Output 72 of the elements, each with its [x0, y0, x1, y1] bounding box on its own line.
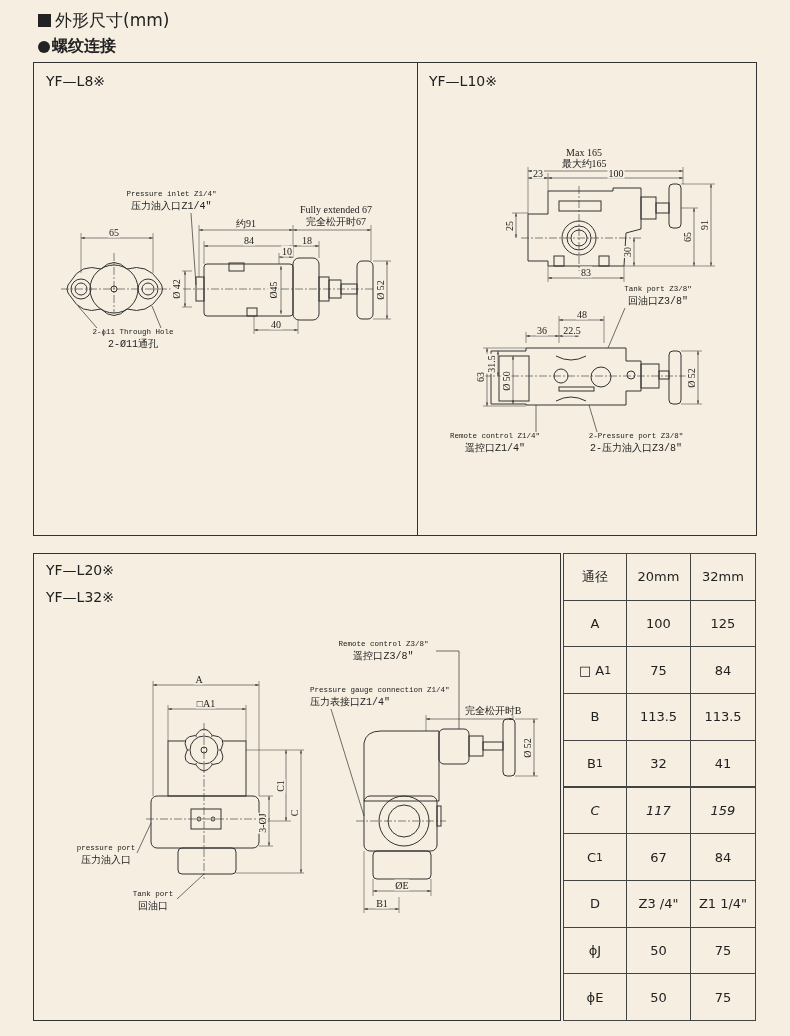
dimension-label: Ø 50 — [500, 370, 512, 392]
dimension-label: Fully extended 67 — [298, 203, 374, 215]
dimension-label: A — [194, 673, 204, 685]
dimension-label: 完全松开时B — [463, 704, 523, 716]
dimension-label: Max 165 — [565, 146, 603, 158]
dimension-label: 25 — [503, 220, 515, 232]
dimension-label: 40 — [270, 318, 282, 330]
leader-line — [535, 404, 537, 433]
dimension-label: 约91 — [235, 217, 257, 229]
dimension-label: 84 — [243, 234, 255, 246]
callout-label: 2-Ø11通孔 — [107, 338, 159, 351]
callout-label: 遥控口Z3/8" — [352, 650, 415, 663]
dimension-label: 31.5 — [485, 354, 497, 374]
dimension-label: 48 — [576, 308, 588, 320]
dimension-label: 最大约165 — [560, 157, 608, 169]
table-cell: 通径 — [563, 553, 627, 601]
dimension-label: Ø45 — [267, 280, 279, 300]
model-label: YF—L10※ — [429, 73, 497, 89]
dimension-label: 完全松开时67 — [305, 215, 367, 227]
table-cell: 32mm — [690, 553, 756, 601]
page-title: 外形尺寸(mm) — [55, 9, 170, 32]
leader-line — [176, 873, 205, 900]
dimension-label: Ø 52 — [685, 367, 697, 389]
leader-line — [435, 650, 460, 730]
leader-line — [588, 404, 598, 433]
leader-line — [136, 822, 152, 854]
leader-line — [151, 305, 162, 329]
dimension-label: 100 — [607, 167, 625, 179]
leader-line — [330, 708, 365, 817]
section-heading: 螺纹连接 — [52, 36, 116, 57]
table-cell: C — [563, 786, 627, 835]
table-cell: 75 — [690, 973, 756, 1021]
dimension-label: Ø 42 — [170, 278, 182, 300]
callout-label: 回油口Z3/8" — [627, 295, 689, 308]
dimension-label: 22.5 — [562, 324, 582, 336]
dimension-label: 23 — [532, 167, 544, 179]
dimension-label: Ø 52 — [374, 279, 386, 301]
dimension-label: 18 — [301, 234, 313, 246]
dimension-label: 83 — [580, 266, 592, 278]
dimension-label: □A1 — [195, 697, 217, 709]
table-cell: ϕE — [563, 973, 627, 1021]
leader-line — [190, 212, 197, 286]
dimension-label: Ø 52 — [521, 737, 533, 759]
dimension-label: 10 — [281, 245, 293, 257]
dimension-label: 36 — [536, 324, 548, 336]
callout-label: 压力表接口Z1/4" — [310, 696, 391, 709]
callout-label: 遥控口Z1/4" — [464, 442, 526, 455]
callout-label: 2-压力油入口Z3/8" — [589, 442, 683, 455]
dimension-label: 63 — [474, 371, 486, 383]
valve-side-view-drawing — [355, 714, 539, 914]
leader-line — [607, 307, 626, 349]
dimension-label: C — [288, 808, 300, 818]
drawing-panel — [417, 62, 757, 536]
dimension-label: ØE — [394, 879, 410, 891]
callout-label: 压力油入口Z1/4" — [130, 200, 213, 213]
callout-label: 压力油入口 — [80, 854, 132, 867]
table-cell: 41 — [690, 739, 756, 788]
drawing-panel — [33, 553, 561, 1021]
dimension-label: B1 — [375, 897, 389, 909]
dimension-label: 3-ØJ — [256, 812, 268, 834]
drawing-panel — [33, 62, 418, 536]
model-label: YF—L20※ — [46, 562, 114, 578]
callout-label: 回油口 — [137, 900, 169, 913]
model-label: YF—L8※ — [46, 73, 106, 89]
dimension-label: 65 — [681, 231, 693, 243]
model-label: YF—L32※ — [46, 589, 114, 605]
leader-line — [77, 305, 98, 329]
dimension-label: 65 — [108, 226, 120, 238]
dimension-label: 91 — [698, 219, 710, 231]
table-cell: 159 — [690, 786, 756, 835]
dimension-label: C1 — [274, 779, 286, 793]
dimension-label: 30 — [621, 246, 633, 258]
